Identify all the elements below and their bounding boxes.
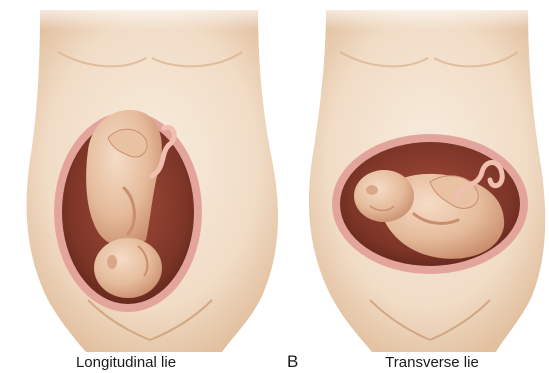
caption-longitudinal-lie: Longitudinal lie bbox=[56, 352, 196, 373]
caption-transverse-lie: Transverse lie bbox=[362, 352, 502, 373]
panel-letter-b: B bbox=[287, 351, 298, 373]
